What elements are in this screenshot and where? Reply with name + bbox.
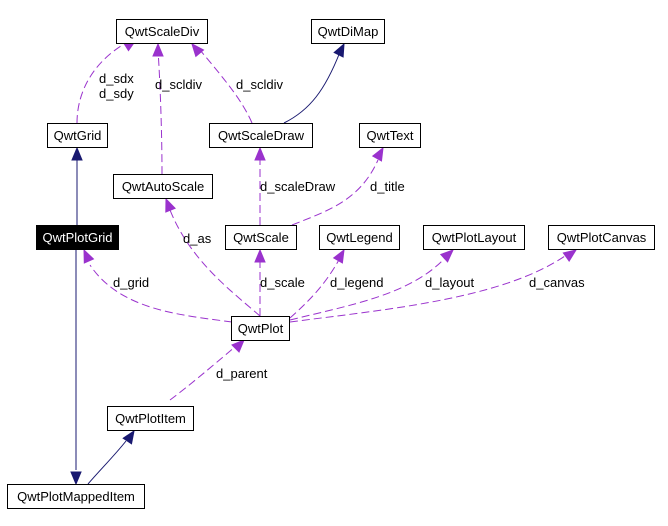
edge-label-d-parent: d_parent (216, 366, 268, 381)
arrowhead-icon (70, 471, 82, 486)
edge-qwtplot-to-qwtautoscale (169, 209, 261, 317)
edge-qwtplot-to-qwtplotcanvas (289, 255, 566, 323)
node-qwtautoscale[interactable]: QwtAutoScale (113, 174, 213, 199)
edge-qwtscale-to-qwttext (291, 159, 379, 226)
node-qwtscale[interactable]: QwtScale (225, 225, 297, 250)
edge-qwtplot-to-qwtlegend (289, 257, 341, 319)
arrowhead-icon (254, 248, 266, 263)
node-qwtscalediv[interactable]: QwtScaleDiv (116, 19, 208, 44)
node-qwtplotlayout[interactable]: QwtPlotLayout (423, 225, 525, 250)
arrowhead-icon (562, 249, 578, 262)
arrowhead-icon (231, 339, 245, 353)
node-qwtdimap[interactable]: QwtDiMap (311, 19, 385, 44)
arrowhead-icon (71, 146, 83, 161)
edge-label-d-legend: d_legend (330, 275, 384, 290)
arrowhead-icon (332, 248, 345, 264)
arrowhead-icon (152, 42, 164, 57)
edge-label-d-layout: d_layout (425, 275, 475, 290)
node-qwtscaledraw[interactable]: QwtScaleDraw (209, 123, 313, 148)
edge-qwtgrid-to-qwtscalediv (76, 43, 125, 124)
edge-qwtautoscale-to-qwtscalediv (157, 49, 163, 175)
edge-label-d-scldiv-scaledraw: d_scldiv (236, 77, 283, 92)
edge-label-d-scale: d_scale (260, 275, 305, 290)
arrowhead-icon (83, 248, 95, 264)
edge-label-d-as: d_as (183, 231, 212, 246)
node-qwttext[interactable]: QwtText (359, 123, 421, 148)
edge-label-d-grid: d_grid (113, 275, 150, 290)
edge-label-d-scldiv-autoscale: d_scldiv (155, 77, 202, 92)
edge-qwtplot-to-qwtplotlayout (289, 257, 446, 321)
edge-label-d-canvas: d_canvas (529, 275, 585, 290)
node-qwtgrid[interactable]: QwtGrid (47, 123, 108, 148)
node-qwtplotgrid-current: QwtPlotGrid (36, 225, 119, 250)
arrowhead-icon (165, 197, 176, 213)
node-qwtplotmappeditem[interactable]: QwtPlotMappedItem (7, 484, 145, 509)
edge-label-d-title: d_title (370, 179, 405, 194)
edge-qwtplotitem-to-qwtplot (169, 345, 237, 401)
edge-qwtscaledraw-to-qwtscalediv (199, 49, 253, 124)
edge-qwtscaledraw-to-qwtdimap (283, 51, 341, 124)
arrowhead-icon (439, 249, 454, 263)
arrowhead-icon (191, 43, 205, 58)
arrowhead-icon (333, 42, 345, 58)
node-qwtplotcanvas[interactable]: QwtPlotCanvas (548, 225, 655, 250)
edge-qwtplot-to-qwtplotgrid (89, 264, 233, 323)
node-qwtlegend[interactable]: QwtLegend (319, 225, 400, 250)
node-qwtplotitem[interactable]: QwtPlotItem (107, 406, 194, 431)
edge-label-d-sdx-d-sdy: d_sdx d_sdy (99, 71, 134, 101)
arrowhead-icon (122, 429, 135, 445)
arrowhead-icon (254, 146, 266, 161)
edge-qwtplotmappeditem-to-qwtplotitem (87, 440, 127, 485)
arrowhead-icon (371, 146, 384, 162)
node-qwtplot[interactable]: QwtPlot (231, 316, 290, 341)
edge-label-d-scaledraw: d_scaleDraw (260, 179, 336, 194)
